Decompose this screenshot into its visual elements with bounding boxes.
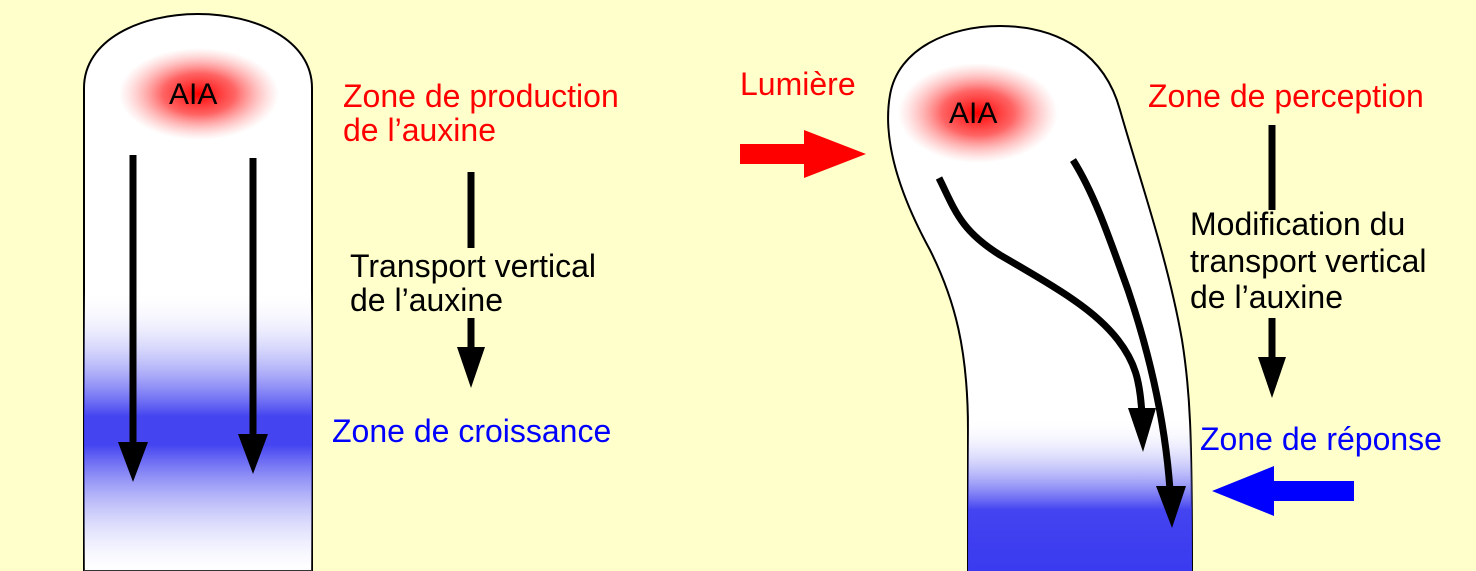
production-zone-label-line2: de l’auxine — [343, 112, 496, 148]
modification-label-line2: transport vertical — [1190, 243, 1427, 279]
response-zone-label: Zone de réponse — [1200, 421, 1442, 457]
left-aia-label: AIA — [169, 78, 218, 111]
right-coleoptile — [887, 24, 1194, 571]
right-annotation-arrow — [1258, 125, 1286, 398]
left-coleoptile — [83, 12, 313, 571]
production-zone-label-line1: Zone de production — [343, 78, 619, 114]
growth-zone-label: Zone de croissance — [332, 413, 612, 449]
right-transport-arrow-2 — [1070, 158, 1186, 528]
transport-label-line1: Transport vertical — [350, 248, 596, 284]
left-transport-arrow-1 — [118, 155, 148, 482]
modification-label-line3: de l’auxine — [1190, 279, 1343, 315]
left-aia-production-spot — [119, 48, 279, 140]
right-aia-production-spot — [898, 63, 1058, 163]
left-annotation-arrow — [457, 172, 485, 388]
right-transport-arrow-1 — [935, 176, 1156, 452]
right-response-zone — [960, 418, 1192, 571]
response-arrow-icon — [1212, 466, 1354, 516]
modification-label-line1: Modification du — [1190, 206, 1406, 242]
left-transport-arrow-2 — [238, 158, 268, 474]
left-growth-zone — [84, 290, 312, 571]
transport-label-line2: de l’auxine — [350, 282, 503, 318]
light-arrow-icon — [740, 130, 866, 178]
perception-zone-label: Zone de perception — [1148, 78, 1424, 114]
light-label: Lumière — [740, 66, 856, 102]
right-aia-label: AIA — [949, 97, 998, 130]
